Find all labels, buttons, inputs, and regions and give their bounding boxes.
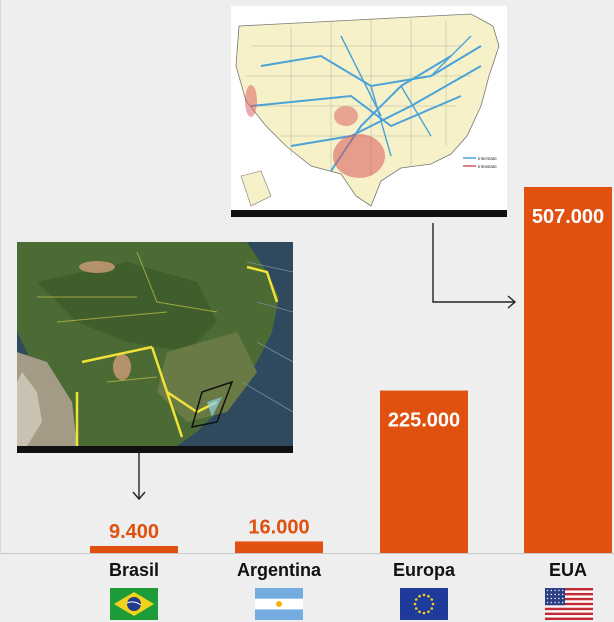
brazil-map-caption-bar	[17, 446, 293, 453]
value-label-europa: 225.000	[388, 410, 460, 432]
bar-europa	[380, 390, 468, 553]
usa-map-image: Interstate Intrastate	[231, 6, 507, 217]
brazil-flag-icon	[110, 588, 158, 620]
left-border	[0, 0, 1, 553]
usa-arrow	[432, 223, 514, 303]
argentina-flag-icon	[255, 588, 303, 620]
x-axis-baseline	[0, 553, 614, 554]
category-label-europa: Europa	[392, 560, 455, 580]
category-label-argentina: Argentina	[236, 560, 321, 580]
value-label-brasil: 9.400	[109, 521, 159, 543]
bar-eua	[524, 187, 612, 553]
brazil-arrow-head	[132, 491, 146, 501]
brazil-map-image	[17, 242, 293, 453]
bar-brasil	[90, 546, 178, 553]
category-label-brasil: Brasil	[108, 560, 160, 580]
value-label-eua: 507.000	[532, 206, 604, 228]
usa-map-caption-bar	[231, 210, 507, 217]
category-label-eua: EUA	[548, 560, 587, 580]
value-label-argentina: 16.000	[248, 516, 309, 538]
usa-arrow-head	[507, 295, 517, 309]
usa-map-legend-interstate: Interstate	[478, 156, 497, 161]
eu-flag-icon	[400, 588, 448, 620]
bar-argentina	[235, 541, 323, 553]
usa-flag-icon	[545, 588, 593, 620]
usa-map-legend-intrastate: Intrastate	[478, 164, 497, 169]
